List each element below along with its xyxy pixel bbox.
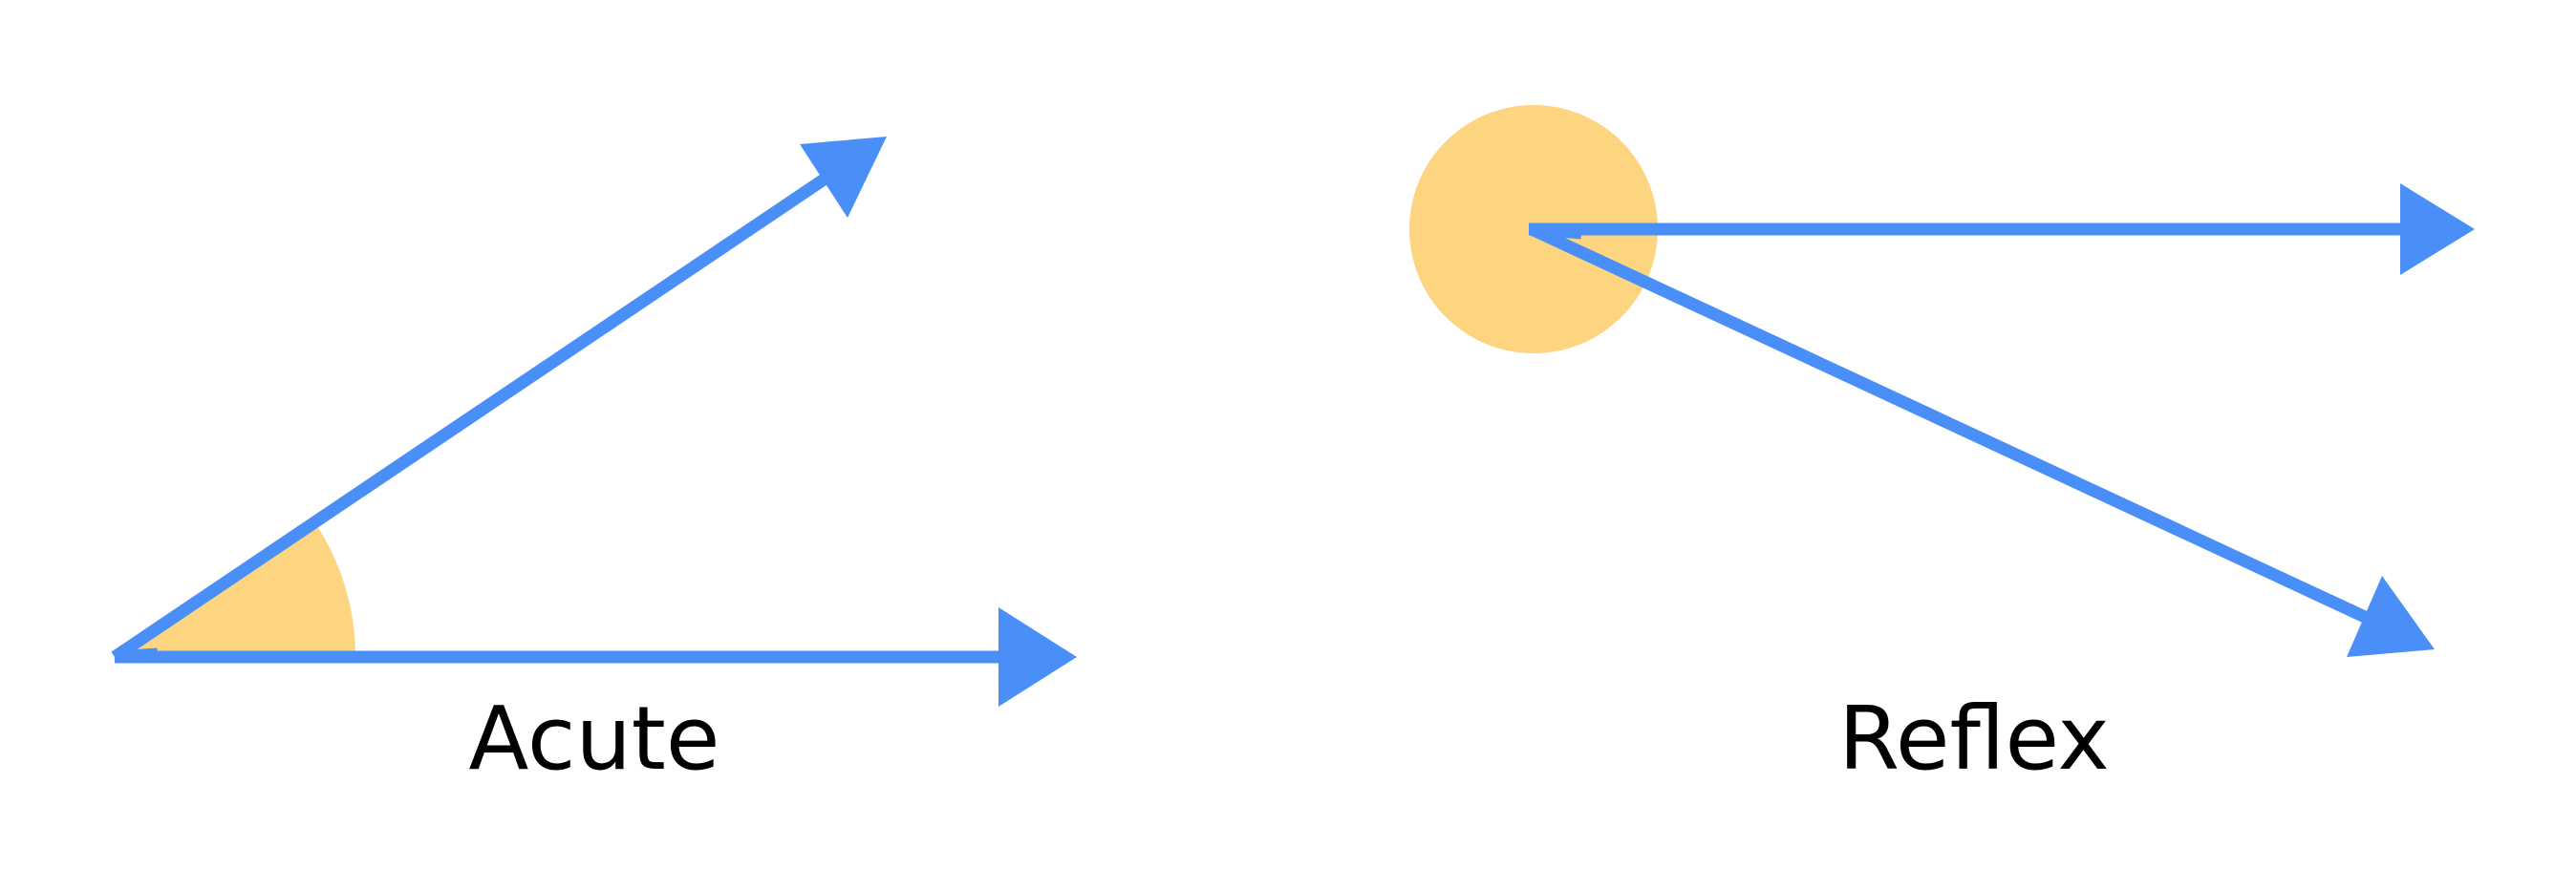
reflex-lower-ray xyxy=(1529,223,2382,629)
acute-lower-arrowhead xyxy=(998,607,1077,707)
acute-lower-ray xyxy=(114,647,1005,664)
reflex-angle-figure: Reflex xyxy=(1409,105,2475,790)
acute-upper-arrowhead xyxy=(800,137,887,218)
reflex-upper-arrowhead xyxy=(2400,183,2475,275)
acute-angle-figure: Acute xyxy=(111,137,1077,790)
reflex-label: Reflex xyxy=(1838,688,2110,790)
acute-upper-ray xyxy=(111,170,833,663)
reflex-lower-arrowhead xyxy=(2347,576,2435,657)
acute-label: Acute xyxy=(469,688,720,790)
